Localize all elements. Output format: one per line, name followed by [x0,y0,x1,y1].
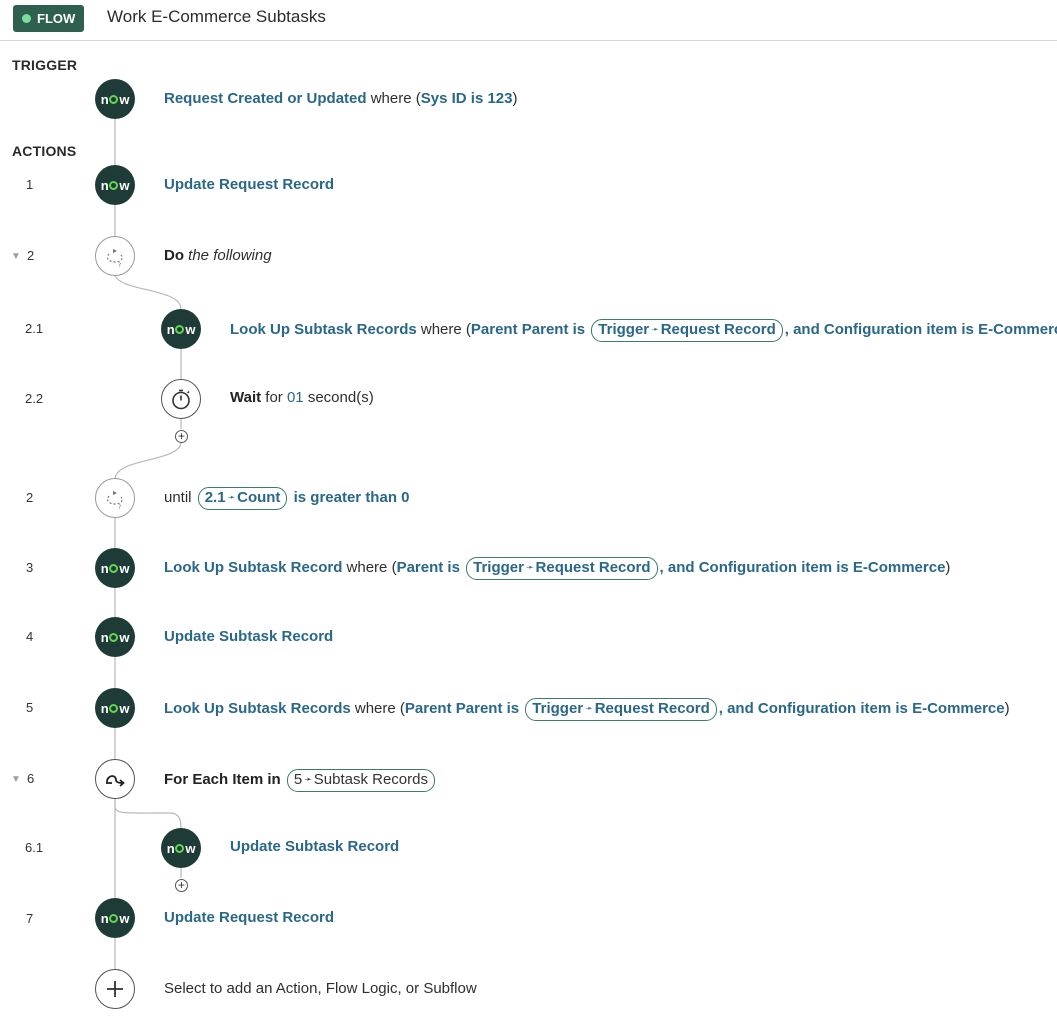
step-3-row[interactable]: Look Up Subtask Record where (Parent is … [164,557,950,580]
step-number: 5 [26,700,34,715]
step-number: 2 [26,490,34,505]
step-4-action-link[interactable]: Update Subtask Record [164,628,334,645]
actions-section-label: ACTIONS [12,143,77,159]
status-dot-icon [22,14,31,23]
for-each-loop-icon[interactable] [95,759,135,799]
for-each-label: For Each Item in [164,771,281,788]
data-pill[interactable]: Trigger➛Request Record [525,698,717,721]
step-number: 2.2 [25,391,44,406]
add-action-prompt[interactable]: Select to add an Action, Flow Logic, or … [164,980,477,997]
flow-status-badge: FLOW [13,5,85,32]
step-number: 4 [26,629,34,644]
step-4-row[interactable]: Update Subtask Record [164,627,333,647]
do-label: Do [164,247,184,264]
data-pill[interactable]: 2.1➛Count [197,487,288,510]
data-pill[interactable]: Trigger➛Request Record [591,319,783,342]
until-row[interactable]: until 2.1➛Count is greater than 0 [164,487,410,510]
data-pill[interactable]: Trigger➛Request Record [466,557,658,580]
step-number: 1 [26,177,34,192]
flow-badge-label: FLOW [37,11,76,26]
step-6-1-action-link[interactable]: Update Subtask Record [230,838,400,855]
trigger-condition[interactable]: Sys ID is 123 [420,90,513,107]
flow-header: FLOW Work E-Commerce Subtasks [0,0,1057,41]
step-2-1-action-link[interactable]: Look Up Subtask Records [230,321,417,338]
step-number: 2.1 [25,321,44,336]
step-number: 6 [27,771,35,786]
add-step-plus-icon[interactable]: + [175,879,188,892]
until-condition[interactable]: is greater than 0 [293,489,410,506]
step-number: 6.1 [25,840,44,855]
until-label: until [164,489,192,506]
step-7-action-link[interactable]: Update Request Record [164,909,335,926]
step-3-action-link[interactable]: Look Up Subtask Record [164,559,343,576]
trigger-row[interactable]: Request Created or Updated where (Sys ID… [164,90,518,107]
svg-text:?: ? [118,262,121,268]
wait-duration-value[interactable]: 01 [286,389,304,406]
trigger-name-link[interactable]: Request Created or Updated [164,90,367,107]
add-action-plus-icon[interactable] [95,969,135,1009]
svg-text:?: ? [118,504,121,510]
step-2-2-row[interactable]: Wait for 01 second(s) [230,389,374,406]
step-number: 2 [27,248,35,263]
collapse-caret-icon[interactable]: ▼ [11,251,21,262]
collapse-caret-icon[interactable]: ▼ [11,774,21,785]
do-following-label: the following [188,247,272,264]
step-2-row[interactable]: Do the following [164,246,272,266]
data-pill[interactable]: 5➛Subtask Records [286,769,435,792]
step-1-action-link[interactable]: Update Request Record [164,176,335,193]
step-7-row[interactable]: Update Request Record [164,908,334,928]
trigger-where-text: where [370,90,412,107]
step-1-row[interactable]: Update Request Record [164,175,334,195]
flow-title: Work E-Commerce Subtasks [107,7,326,26]
step-number: 7 [26,911,34,926]
step-5-action-link[interactable]: Look Up Subtask Records [164,700,351,717]
step-number: 3 [26,560,34,575]
step-2-1-row[interactable]: Look Up Subtask Records where (Parent Pa… [230,319,1057,342]
do-until-icon[interactable]: ? [95,236,135,276]
do-until-icon[interactable]: ? [95,478,135,518]
step-6-1-row[interactable]: Update Subtask Record [230,837,399,857]
timer-icon[interactable] [161,379,201,419]
add-step-plus-icon[interactable]: + [175,430,188,443]
step-5-row[interactable]: Look Up Subtask Records where (Parent Pa… [164,698,1010,721]
wait-label: Wait [230,389,262,406]
trigger-section-label: TRIGGER [12,57,78,73]
step-6-row[interactable]: For Each Item in 5➛Subtask Records [164,769,437,792]
